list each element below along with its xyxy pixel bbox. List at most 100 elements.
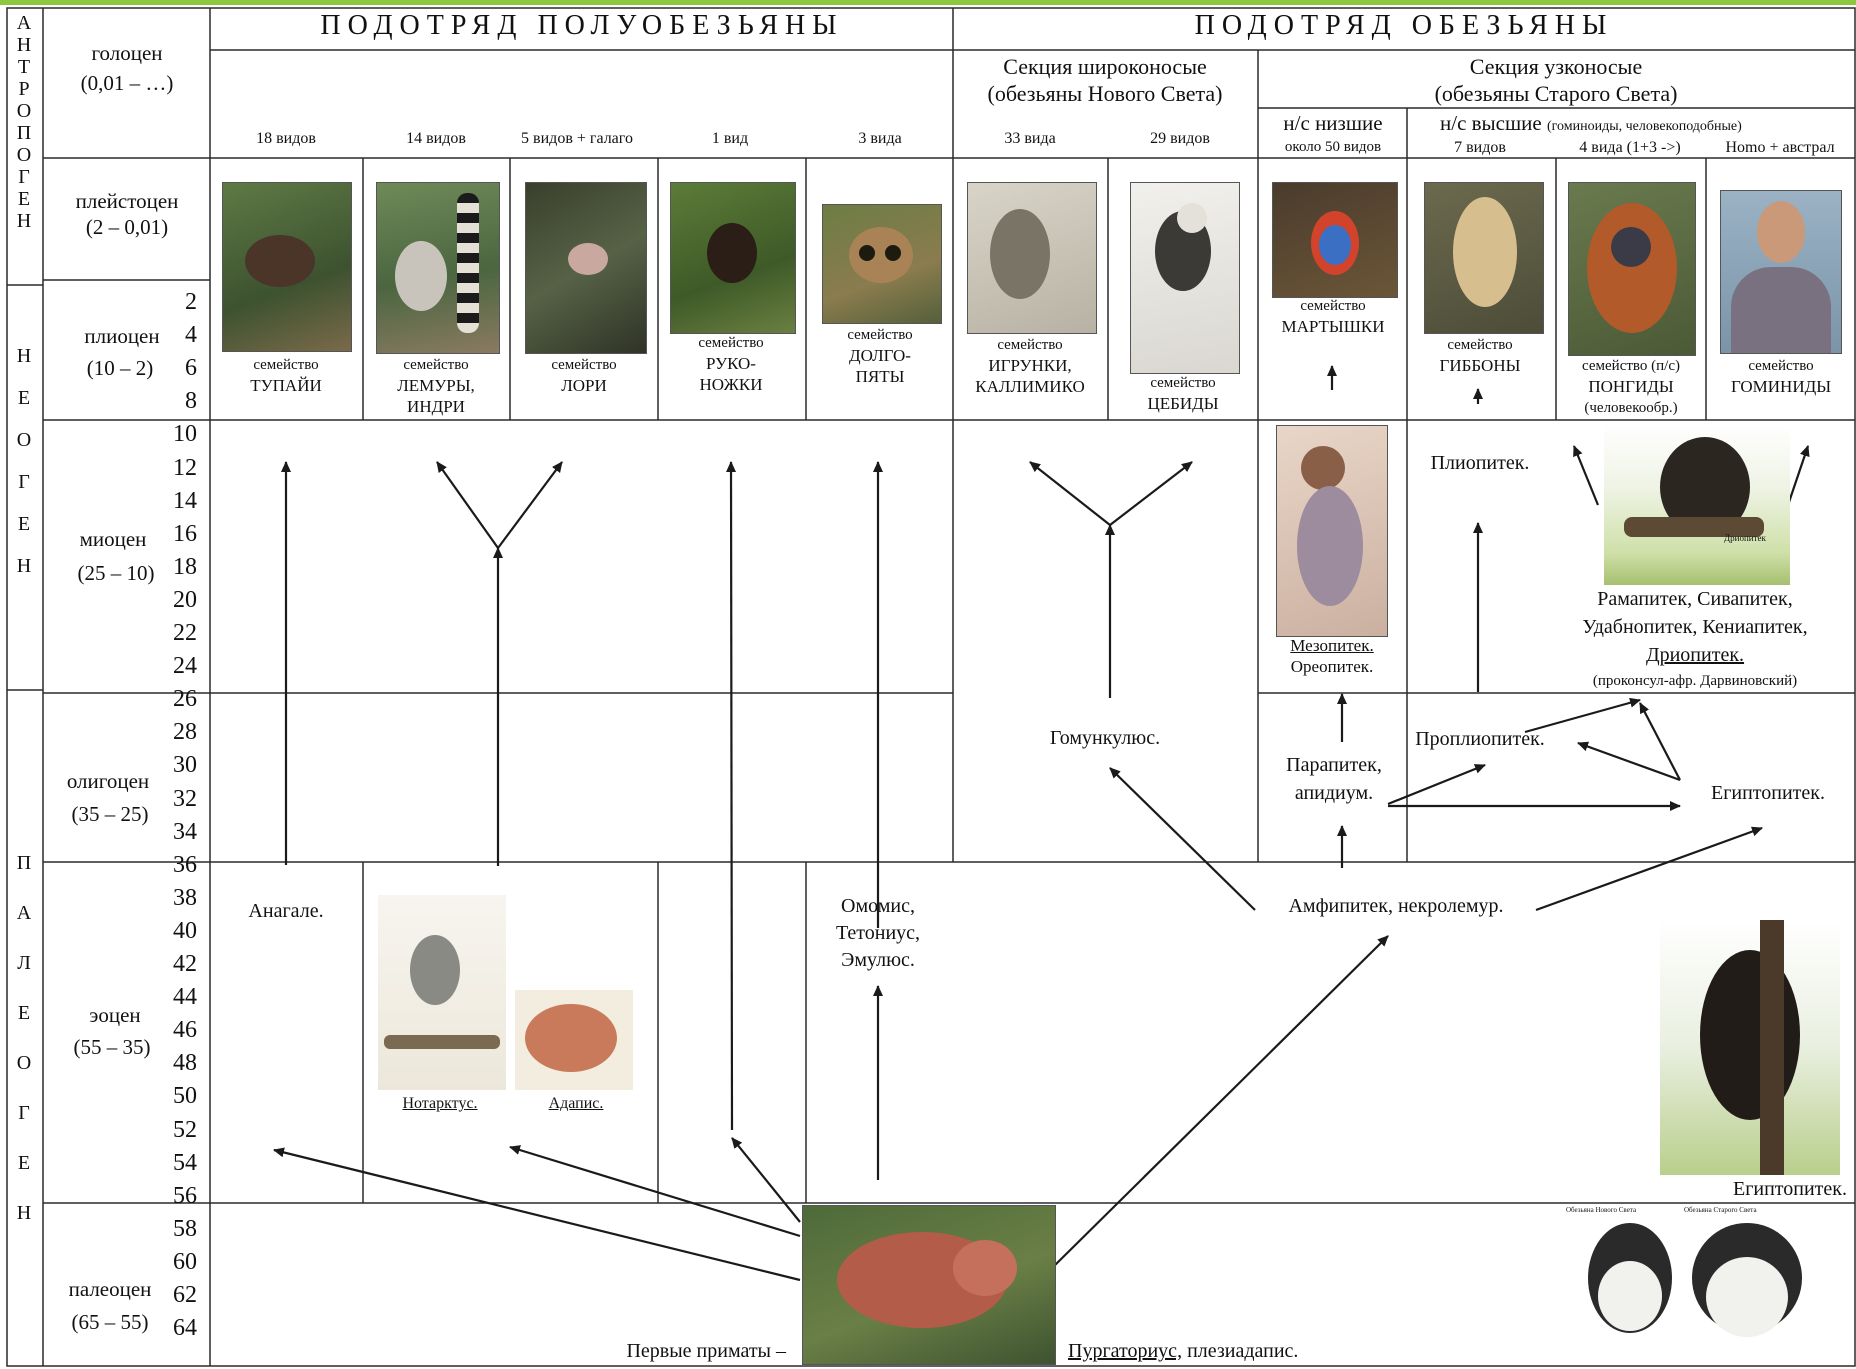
count-cebids: 29 видов (1150, 130, 1210, 147)
aye-aye-photo (670, 182, 796, 334)
tick-30: 30 (173, 752, 197, 779)
tick-10: 10 (173, 421, 197, 448)
era-anthropogen: АНТРОПОГЕН (16, 12, 32, 232)
family-lemurs-name2: ИНДРИ (407, 397, 465, 416)
epoch-eocene-name: эоцен (89, 1003, 141, 1027)
header-prosimians: ПОДОТРЯД ПОЛУОБЕЗЬЯНЫ (320, 10, 844, 41)
section-platyrrhini-subtitle: (обезьяны Нового Света) (987, 81, 1223, 106)
monkey-faces-drawing: Обезьяна Нового Света Обезьяна Старого С… (1560, 1205, 1850, 1355)
dryopithecus-image-caption: Дриопитек (1724, 533, 1766, 543)
epoch-oligocene-name: олигоцен (66, 769, 150, 793)
genus-anagale: Анагале. (248, 900, 324, 922)
tick-50: 50 (173, 1083, 197, 1110)
loris-photo (525, 182, 647, 354)
genus-parapithecus: Парапитек, (1286, 754, 1382, 776)
genus-mesopithecus: Мезопитек. (1290, 636, 1373, 655)
new-world-monkey-caption: Обезьяна Нового Света (1566, 1206, 1637, 1214)
genus-homunculus: Гомункулюс. (1049, 727, 1161, 749)
family-marmosets-name: ИГРУНКИ, (988, 356, 1072, 375)
tick-14: 14 (173, 487, 197, 514)
count-aye-aye: 1 вид (711, 130, 749, 147)
top-accent-bar (0, 0, 1856, 5)
genus-proconsul-note: (проконсул-афр. Дарвиновский) (1592, 673, 1798, 689)
family-tarsiers-name2: ПЯТЫ (855, 367, 905, 386)
tick-28: 28 (173, 719, 197, 746)
tick-40: 40 (173, 917, 197, 944)
epoch-holocene-range: (0,01 – …) (80, 71, 174, 95)
first-primates-label: Первые приматы – (626, 1340, 786, 1362)
epoch-eocene-range: (55 – 35) (73, 1035, 151, 1059)
adapis-skull (515, 990, 633, 1090)
genus-dryopithecus: Дриопитек. (1646, 644, 1744, 666)
family-gibbons-name: ГИББОНЫ (1439, 356, 1521, 375)
tick-44: 44 (173, 984, 197, 1011)
tick-6: 6 (185, 355, 197, 382)
family-gibbons-label: семейство (1447, 337, 1513, 353)
tick-56: 56 (173, 1182, 197, 1209)
count-tarsiers: 3 вида (858, 130, 902, 147)
section-catarrhini-title: Секция узконосые (1469, 54, 1643, 79)
tick-54: 54 (173, 1149, 197, 1176)
tick-2: 2 (185, 289, 197, 315)
tick-32: 32 (173, 785, 197, 812)
infraorder-higher-label: н/с высшие (1440, 111, 1542, 135)
family-tarsiers-name: ДОЛГО- (849, 346, 911, 365)
family-tree-shrews-name: ТУПАЙИ (250, 376, 322, 395)
infraorder-higher-note: (гоминоиды, человекоподобные) (1546, 119, 1742, 134)
epoch-miocene-name: миоцен (79, 527, 147, 551)
genus-aegyptopithecus: Египтопитек. (1710, 782, 1826, 804)
tick-36: 36 (173, 851, 197, 878)
epoch-paleocene-name: палеоцен (68, 1277, 152, 1301)
tick-62: 62 (173, 1282, 197, 1308)
era-neogen: НЕОГЕН (16, 345, 32, 577)
orangutan-photo (1568, 182, 1696, 356)
family-marmosets-label: семейство (997, 337, 1063, 353)
tick-38: 38 (173, 884, 197, 911)
tick-8: 8 (185, 388, 197, 415)
family-lorises-label: семейство (551, 357, 617, 373)
tick-42: 42 (173, 951, 197, 977)
mandrill-photo (1272, 182, 1398, 298)
section-platyrrhini-title: Секция широконосые (1003, 54, 1207, 79)
human-photo (1720, 190, 1842, 354)
family-tarsiers-label: семейство (847, 327, 913, 343)
table-grid (6, 7, 1856, 1367)
genus-oreopithecus: Ореопитек. (1290, 657, 1374, 676)
genus-aegyptopithecus-caption: Египтопитек. (1732, 1178, 1848, 1200)
genus-ramapithecus: Рамапитек, Сивапитек, (1597, 588, 1793, 610)
genus-omomys: Омомис, (841, 895, 915, 917)
family-aye-aye-label: семейство (698, 335, 764, 351)
tick-22: 22 (173, 620, 197, 646)
lemur-photo (376, 182, 500, 354)
tick-58: 58 (173, 1215, 197, 1242)
tick-46: 46 (173, 1017, 197, 1044)
epoch-pliocene-range: (10 – 2) (86, 356, 154, 380)
section-catarrhini-subtitle: (обезьяны Старого Света) (1434, 81, 1678, 106)
tick-18: 18 (173, 553, 197, 580)
tick-52: 52 (173, 1116, 197, 1143)
family-lemurs-label: семейство (403, 357, 469, 373)
count-lemurs: 14 видов (406, 130, 466, 147)
tick-12: 12 (173, 454, 197, 481)
genus-notharctus-text: Нотарктус. (402, 1095, 478, 1112)
epoch-pliocene-name: плиоцен (84, 324, 160, 348)
count-marmosets: 33 вида (1004, 130, 1056, 147)
evolution-arrows (273, 365, 1810, 1282)
epoch-paleocene-range: (65 – 55) (71, 1310, 149, 1334)
purgatorius-drawing (802, 1205, 1056, 1365)
family-hominids-label: семейство (1748, 358, 1814, 374)
tick-24: 24 (173, 653, 197, 680)
family-hominids-name: ГОМИНИДЫ (1730, 377, 1832, 396)
family-aye-aye-name: РУКО- (706, 354, 756, 373)
genus-dryopithecus-text: Дриопитек. (1645, 644, 1745, 666)
tree-shrew-photo (222, 182, 352, 352)
genus-emulus: Эмулюс. (841, 949, 915, 971)
count-tree-shrews: 18 видов (256, 130, 316, 147)
header-monkeys: ПОДОТРЯД ОБЕЗЬЯНЫ (1194, 10, 1614, 41)
tick-20: 20 (173, 586, 197, 613)
tick-4: 4 (185, 322, 197, 349)
genus-tetonius: Тетониус, (835, 922, 921, 944)
notharctus-drawing (378, 895, 506, 1090)
